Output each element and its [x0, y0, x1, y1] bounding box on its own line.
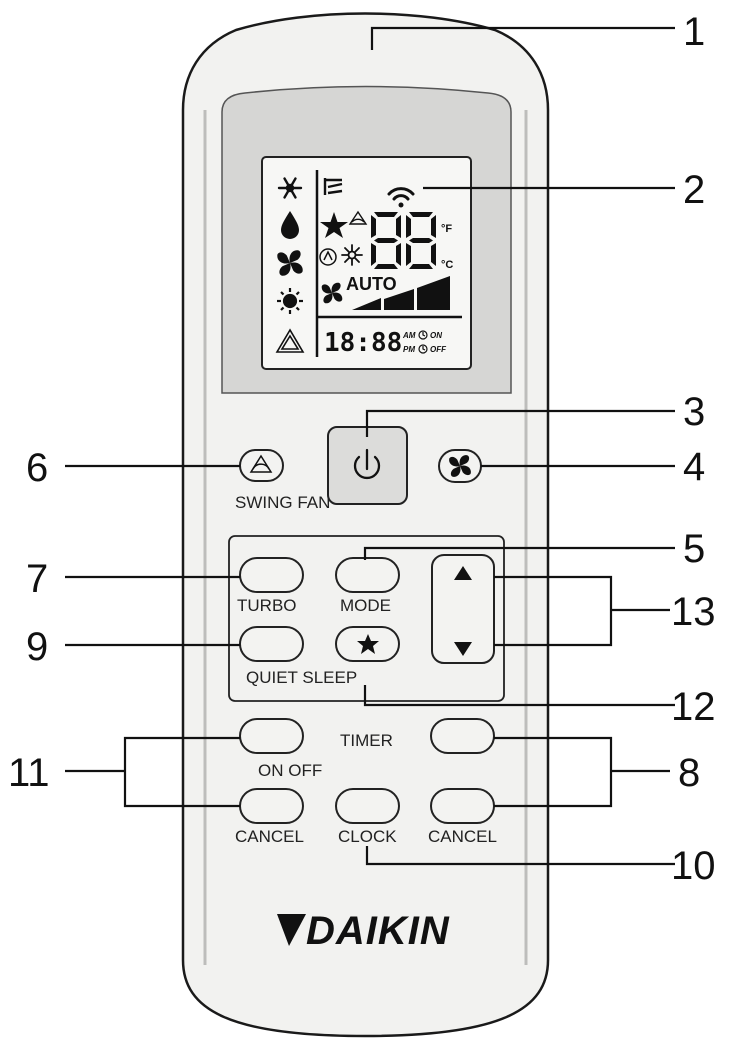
turbo-button[interactable] — [239, 557, 304, 593]
button-group-frame — [228, 535, 505, 702]
lcd-display: 88 °F °C AUTO 18:88 AM PM ON OFF — [261, 156, 472, 370]
callout-10: 10 — [671, 844, 716, 888]
callout-6: 6 — [26, 446, 48, 490]
swing-fan-label: SWING FAN — [235, 493, 330, 512]
cancel-left-button[interactable] — [239, 788, 304, 824]
quiet-sleep-label: QUIET SLEEP — [246, 668, 357, 687]
timer-label: TIMER — [340, 731, 393, 750]
mode-button[interactable] — [335, 557, 400, 593]
swing-button[interactable] — [239, 449, 284, 482]
on-off-label: ON OFF — [258, 761, 322, 780]
fan-mode-auto: AUTO — [346, 274, 397, 294]
unit-fahrenheit: °F — [441, 223, 452, 235]
up-arrow-icon — [454, 566, 472, 580]
timer-on-button[interactable] — [239, 718, 304, 754]
callout-13: 13 — [671, 590, 716, 634]
callout-7: 7 — [26, 557, 48, 601]
fan-button[interactable] — [438, 449, 482, 483]
callout-5: 5 — [683, 527, 705, 571]
quiet-button[interactable] — [239, 626, 304, 662]
lcd-am: AM — [402, 331, 416, 340]
unit-celsius: °C — [441, 259, 453, 271]
callout-9: 9 — [26, 625, 48, 669]
swing-flap-icon — [323, 178, 343, 195]
callout-3: 3 — [683, 390, 705, 434]
signal-icon — [387, 187, 415, 208]
power-icon — [353, 448, 381, 480]
timer-off-button[interactable] — [430, 718, 495, 754]
swing-icon — [348, 210, 368, 225]
lcd-clock: 18:88 — [324, 328, 402, 358]
daikin-logo-accent — [279, 914, 293, 928]
callout-leaders — [65, 26, 675, 866]
turbo-icon — [341, 244, 363, 266]
cancel-left-label: CANCEL — [235, 827, 304, 846]
lcd-off: OFF — [430, 345, 447, 354]
callout-11: 11 — [8, 751, 50, 795]
snowflake-icon — [277, 177, 303, 199]
temperature-button[interactable] — [431, 554, 495, 664]
power-button[interactable] — [327, 426, 408, 505]
star-icon — [320, 212, 348, 238]
callout-4: 4 — [683, 445, 705, 489]
drop-icon — [281, 211, 299, 239]
callout-numbers: 1 2 3 4 5 6 7 8 9 10 11 12 13 — [8, 10, 716, 888]
callout-8: 8 — [678, 751, 700, 795]
turbo-label: TURBO — [237, 596, 297, 615]
brand-name: DAIKIN — [306, 909, 450, 953]
callout-1: 1 — [683, 10, 705, 54]
sleep-button[interactable] — [335, 626, 400, 662]
clock-label: CLOCK — [338, 827, 397, 846]
star-icon — [357, 634, 379, 654]
cancel-right-button[interactable] — [430, 788, 495, 824]
callout-2: 2 — [683, 168, 705, 212]
temperature-digits — [371, 212, 436, 269]
cancel-right-label: CANCEL — [428, 827, 497, 846]
triangle-icon — [275, 328, 305, 353]
clock-button[interactable] — [335, 788, 400, 824]
down-arrow-icon — [454, 642, 472, 656]
timer-clock-icon — [418, 330, 428, 354]
lcd-pm: PM — [403, 345, 415, 354]
swing-icon — [249, 454, 273, 473]
mode-label: MODE — [340, 596, 391, 615]
fan-speed-bars — [352, 276, 450, 310]
callout-12: 12 — [671, 685, 716, 729]
sun-icon — [277, 288, 303, 314]
lcd-on: ON — [430, 331, 442, 340]
quiet-icon — [319, 248, 337, 266]
